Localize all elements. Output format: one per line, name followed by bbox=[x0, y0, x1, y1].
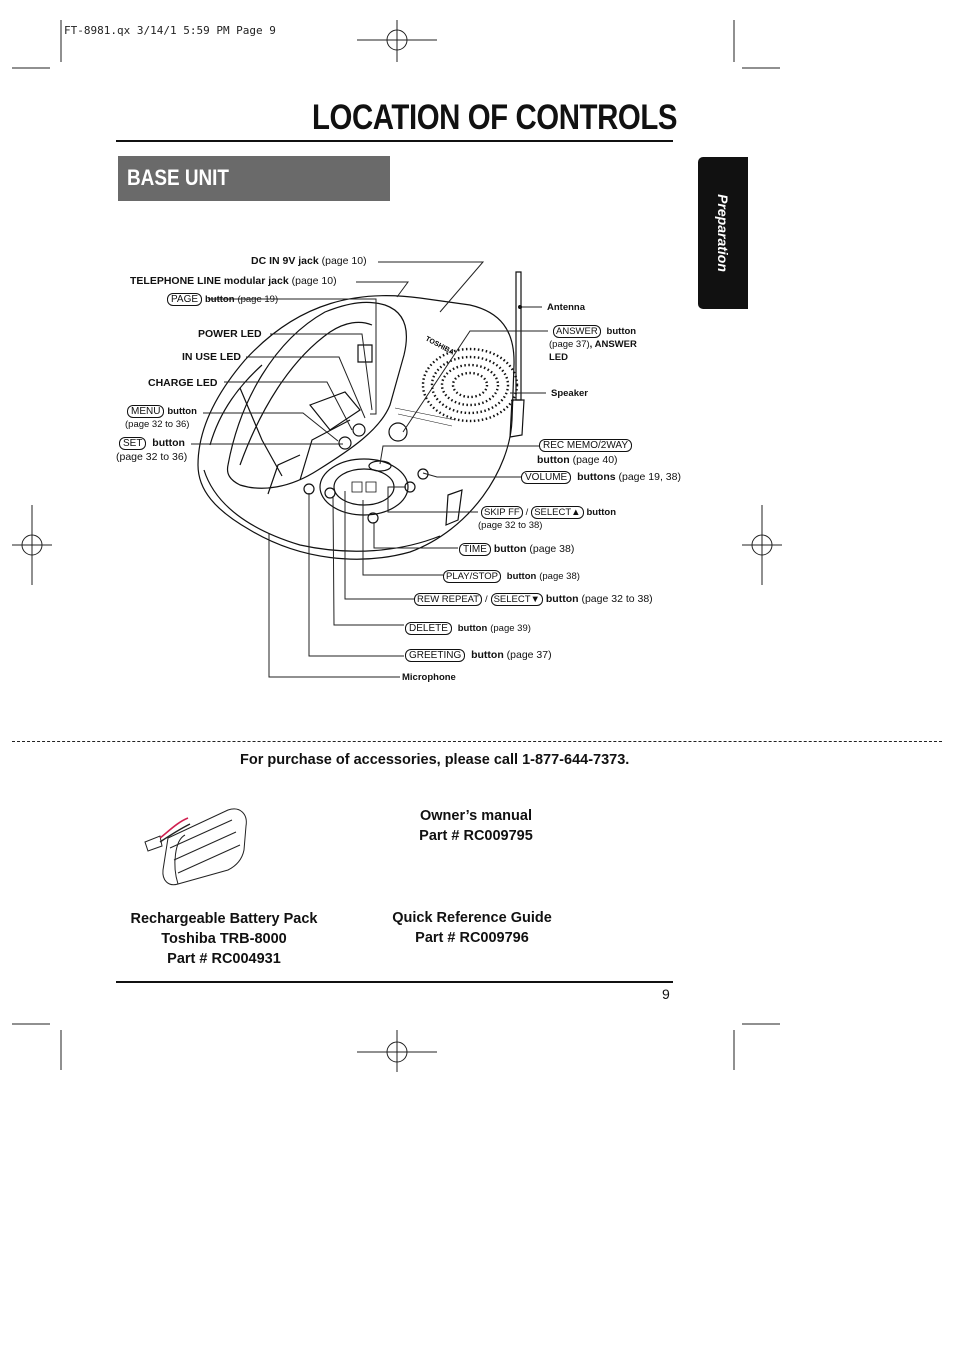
callout-menu-ref: (page 32 to 36) bbox=[125, 419, 190, 430]
battery-pack-part: Part # RC004931 bbox=[167, 951, 281, 967]
side-tab: Preparation bbox=[698, 157, 748, 309]
purchase-note: For purchase of accessories, please call… bbox=[240, 752, 630, 768]
callout-rec-memo-ref: button (page 40) bbox=[537, 454, 618, 466]
callout-power-led: POWER LED bbox=[198, 328, 262, 340]
callout-delete-button: DELETE button (page 39) bbox=[405, 622, 531, 635]
quick-reference-guide-title: Quick Reference Guide bbox=[392, 910, 552, 926]
callout-skip-ff-ref: (page 32 to 38) bbox=[478, 520, 543, 531]
cut-line bbox=[12, 741, 942, 742]
section-title: BASE UNIT bbox=[127, 165, 229, 190]
callout-time-button: TIME button (page 38) bbox=[459, 543, 574, 556]
callout-volume-buttons: VOLUME buttons (page 19, 38) bbox=[521, 471, 681, 484]
callout-answer-led: LED bbox=[549, 352, 568, 363]
callout-in-use-led: IN USE LED bbox=[182, 351, 241, 363]
page-title: LOCATION OF CONTROLS bbox=[312, 98, 678, 137]
callout-answer-button: ANSWER button bbox=[553, 325, 636, 338]
callout-play-stop-button: PLAY/STOP button (page 38) bbox=[443, 570, 580, 583]
callout-skip-ff-button: SKIP FF / SELECT▲ button bbox=[481, 506, 616, 519]
battery-pack: Rechargeable Battery Pack Toshiba TRB-80… bbox=[114, 909, 334, 969]
callout-answer-ref: (page 37), ANSWER bbox=[549, 339, 637, 350]
callout-page-button: PAGE button (page 19) bbox=[167, 293, 278, 306]
battery-pack-title: Rechargeable Battery Pack bbox=[130, 911, 318, 927]
quick-reference-guide: Quick Reference Guide Part # RC009796 bbox=[362, 908, 582, 948]
print-header: FT-8981.qx 3/14/1 5:59 PM Page 9 bbox=[64, 24, 276, 37]
page-number: 9 bbox=[662, 986, 670, 1002]
quick-reference-guide-part: Part # RC009796 bbox=[415, 930, 529, 946]
title-rule bbox=[116, 140, 673, 142]
callout-set-button: SET button bbox=[119, 437, 185, 450]
callout-dc-in: DC IN 9V jack (page 10) bbox=[251, 255, 367, 267]
callout-rec-memo-button: REC MEMO/2WAY bbox=[539, 439, 633, 452]
callout-microphone: Microphone bbox=[402, 672, 456, 683]
battery-pack-model: Toshiba TRB-8000 bbox=[161, 931, 287, 947]
callout-rew-repeat-button: REW REPEAT / SELECT▼ button (page 32 to … bbox=[414, 593, 653, 606]
owners-manual: Owner’s manual Part # RC009795 bbox=[376, 806, 576, 846]
callout-greeting-button: GREETING button (page 37) bbox=[405, 649, 552, 662]
owners-manual-title: Owner’s manual bbox=[419, 808, 532, 824]
callout-speaker: Speaker bbox=[551, 388, 588, 399]
callout-menu-button: MENU button bbox=[127, 405, 197, 418]
owners-manual-part: Part # RC009795 bbox=[419, 828, 533, 844]
callout-telephone-line: TELEPHONE LINE modular jack (page 10) bbox=[130, 275, 337, 287]
section-banner: BASE UNIT bbox=[118, 156, 390, 201]
callout-antenna: Antenna bbox=[547, 302, 585, 313]
callout-set-ref: (page 32 to 36) bbox=[116, 451, 188, 463]
footer-rule bbox=[116, 981, 673, 983]
callout-charge-led: CHARGE LED bbox=[148, 377, 218, 389]
